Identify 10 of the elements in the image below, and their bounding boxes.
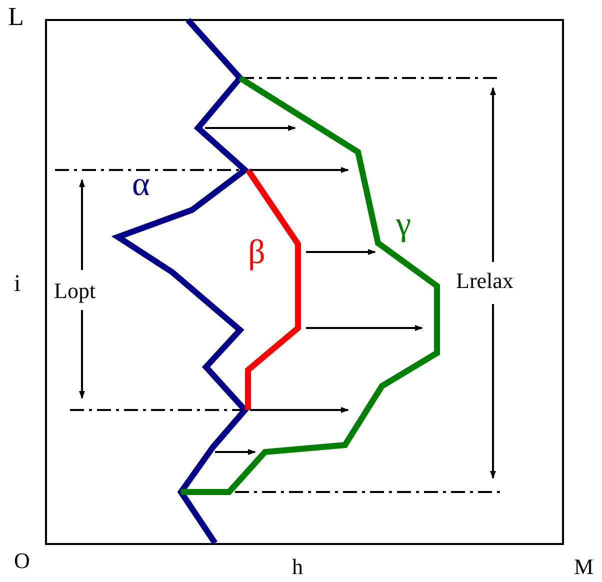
dimension-label: Lopt — [54, 280, 96, 302]
dimension-label: Lrelax — [456, 270, 514, 292]
curve-label: γ — [396, 208, 412, 242]
curve-label: α — [132, 168, 150, 202]
axis-label: h — [292, 556, 303, 578]
axis-label: L — [8, 4, 24, 30]
axis-label: i — [14, 272, 21, 296]
curve-label: β — [248, 236, 266, 270]
axis-label: O — [14, 550, 30, 572]
axis-label: M — [574, 556, 594, 578]
